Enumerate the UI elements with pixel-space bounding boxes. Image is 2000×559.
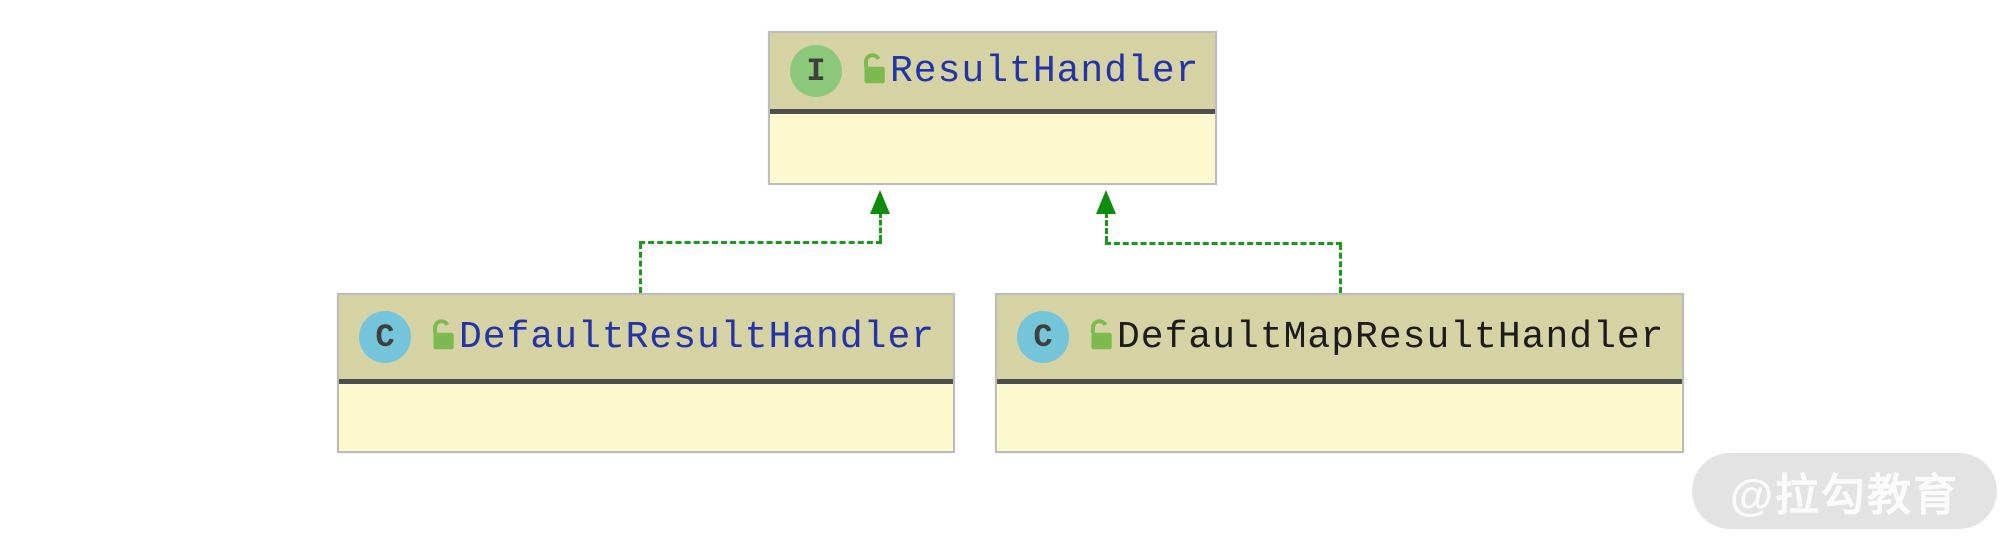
implements-edge-right-segment [1105, 212, 1108, 242]
node-header: C DefaultResultHandler [339, 295, 953, 384]
class-icon: C [359, 311, 411, 363]
unlock-icon [1081, 317, 1117, 358]
node-title: DefaultResultHandler [459, 315, 936, 359]
node-title: ResultHandler [890, 49, 1200, 93]
implements-edge-right-segment [1339, 244, 1342, 293]
implements-edge-left-segment [879, 212, 882, 241]
uml-node-resulthandler[interactable]: I ResultHandler [768, 31, 1217, 185]
watermark-badge: @拉勾教育 [1692, 453, 1997, 529]
node-header: I ResultHandler [770, 33, 1215, 114]
implements-edge-left-segment [639, 241, 882, 244]
uml-node-defaultmapresulthandler[interactable]: C DefaultMapResultHandler [995, 293, 1684, 453]
class-icon: C [1017, 311, 1069, 363]
node-title: DefaultMapResultHandler [1117, 315, 1665, 359]
implements-arrowhead-icon [870, 190, 890, 214]
unlock-icon [423, 317, 459, 358]
implements-arrowhead-icon [1096, 190, 1116, 214]
implements-edge-right-segment [1105, 242, 1342, 245]
uml-node-defaultresulthandler[interactable]: C DefaultResultHandler [337, 293, 955, 453]
implements-edge-left-segment [639, 243, 642, 293]
node-header: C DefaultMapResultHandler [997, 295, 1682, 384]
unlock-icon [854, 51, 890, 92]
interface-icon: I [790, 45, 842, 97]
